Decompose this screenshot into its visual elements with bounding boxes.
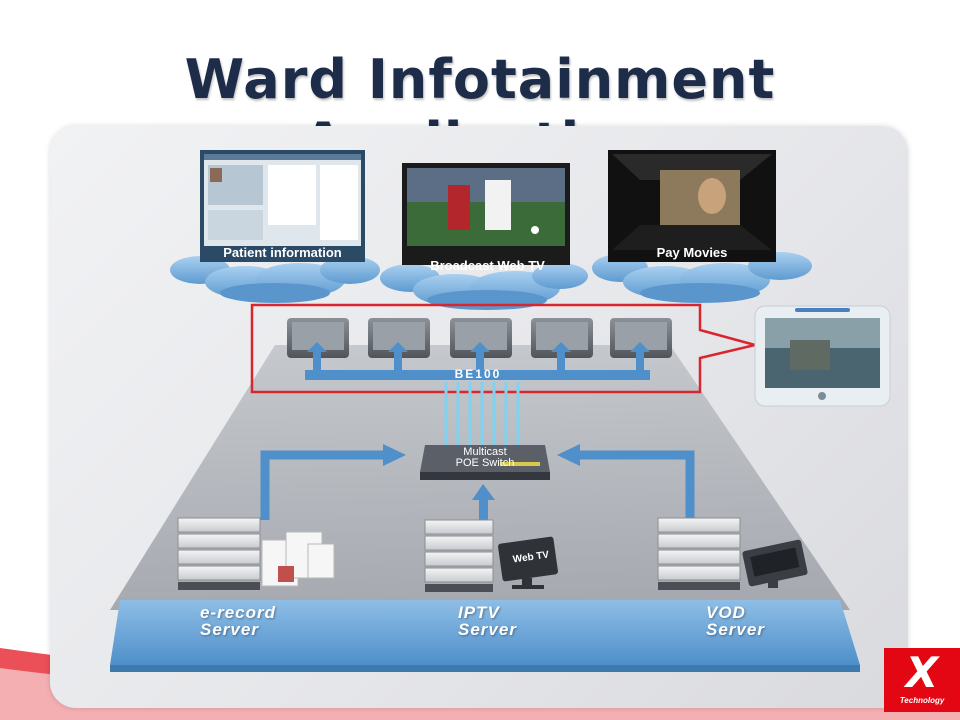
vod-server-line1: VOD xyxy=(706,603,746,622)
iptv-server-label: IPTV Server xyxy=(458,604,517,638)
cloud-label-broadcast-web-tv: Broadcast Web TV xyxy=(430,258,545,273)
switch-label-line1: Multicast xyxy=(463,446,507,458)
e-record-server-line2: Server xyxy=(200,620,259,639)
switch-label-line2: POE Switch xyxy=(455,457,515,469)
cloud-label-pay-movies: Pay Movies xyxy=(656,245,728,260)
e-record-feed-arrow xyxy=(260,444,406,520)
vod-server-rack xyxy=(657,517,741,590)
brand-logo: X Technology xyxy=(884,648,960,712)
broadcast-tv-screen xyxy=(402,163,570,265)
multicast-links xyxy=(444,382,520,448)
iptv-server-rack xyxy=(424,519,494,592)
cloud-label-patient-information: Patient information xyxy=(223,245,342,260)
be100-label: BE100 xyxy=(454,367,502,381)
iptv-server-line2: Server xyxy=(458,620,517,639)
web-tv-monitor xyxy=(498,536,558,589)
server-base-slab xyxy=(110,600,860,672)
brand-logo-tagline: Technology xyxy=(899,696,945,705)
e-record-server-rack xyxy=(177,517,261,590)
be100-terminal xyxy=(610,318,672,358)
patient-record-cards xyxy=(261,531,335,587)
switch-label: Multicast POE Switch xyxy=(425,447,545,469)
patient-information-screen xyxy=(200,150,365,262)
iptv-feed-arrow xyxy=(472,484,495,520)
be100-highlight-callout xyxy=(250,303,756,394)
e-record-server-line1: e-record xyxy=(200,603,277,622)
vod-feed-arrow xyxy=(557,444,695,520)
be100-bedside-terminal xyxy=(754,305,891,407)
poe-switch-device xyxy=(420,445,550,480)
be100-distribution-bus xyxy=(305,342,650,380)
iptv-server-line1: IPTV xyxy=(458,603,500,622)
vod-monitor xyxy=(742,539,808,588)
cloud-patient-information xyxy=(170,256,380,303)
be100-terminal xyxy=(287,318,349,358)
vod-server-label: VOD Server xyxy=(706,604,765,638)
e-record-server-label: e-record Server xyxy=(200,604,276,638)
pay-movies-screen xyxy=(608,150,776,262)
cloud-broadcast-web-tv xyxy=(380,263,588,310)
cloud-pay-movies xyxy=(592,252,812,303)
be100-terminal xyxy=(531,318,593,358)
vod-server-line2: Server xyxy=(706,620,765,639)
be100-terminal xyxy=(368,318,430,358)
brand-logo-mark: X xyxy=(905,648,939,697)
